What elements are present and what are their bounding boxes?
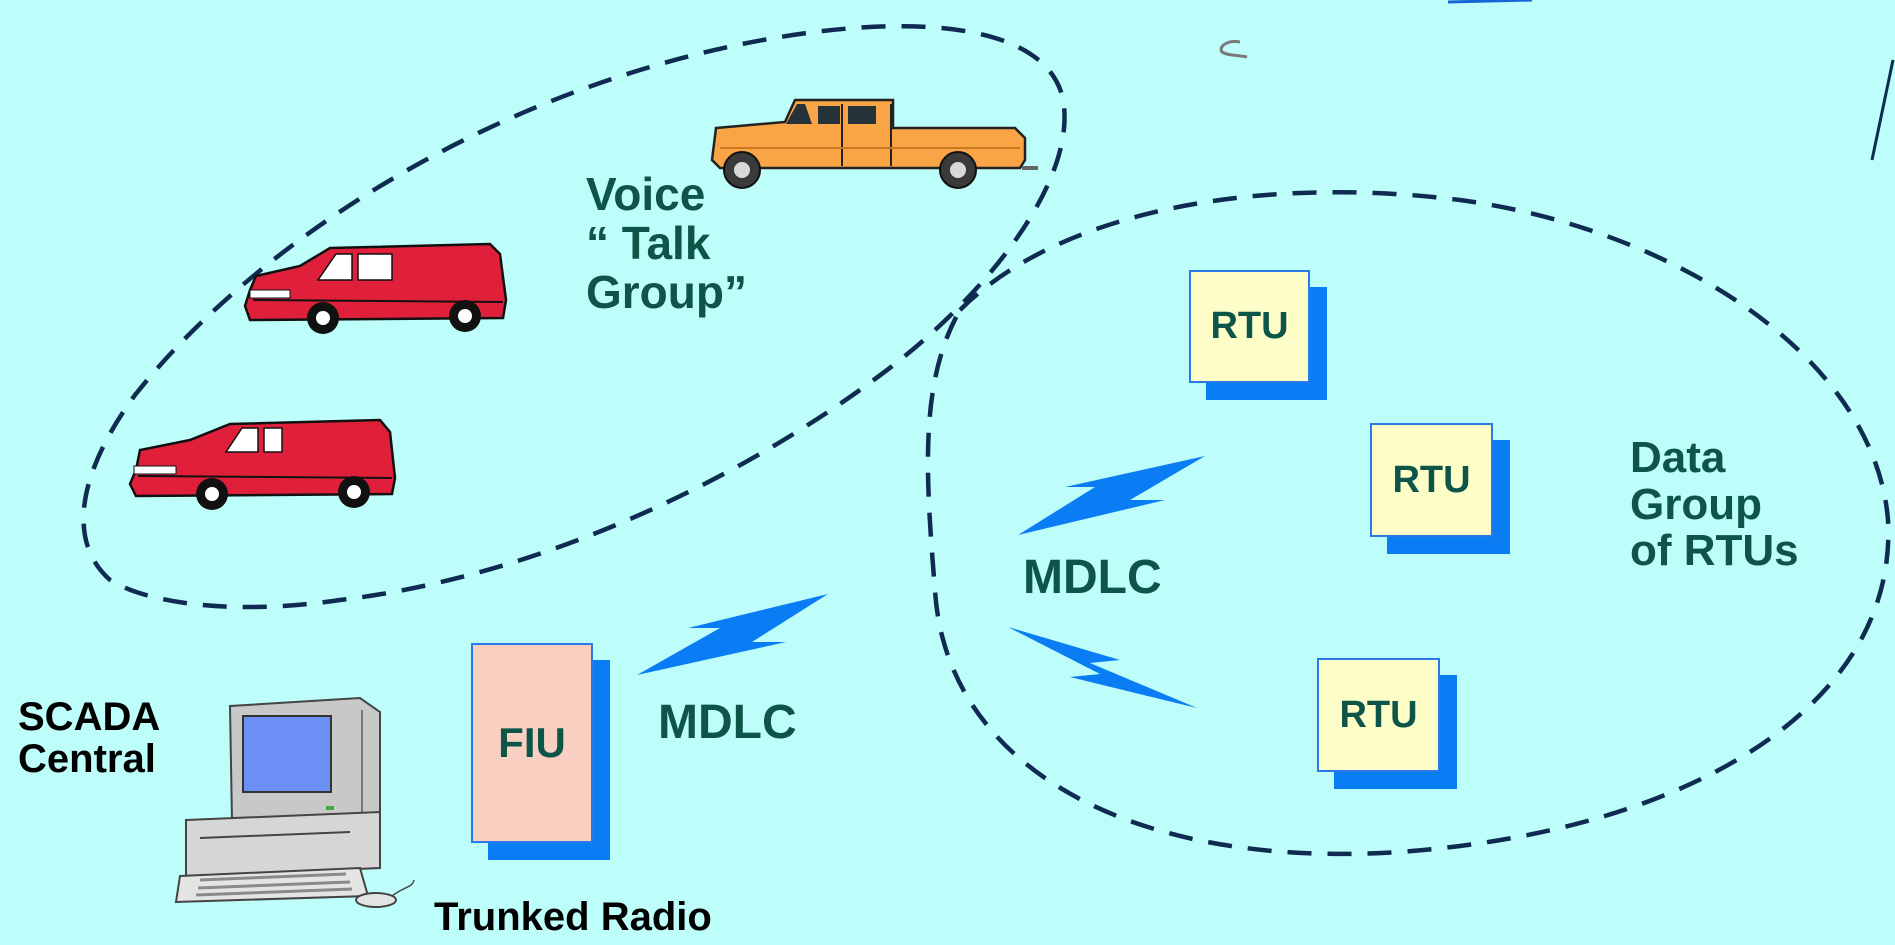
data-group-line-1: Data xyxy=(1630,433,1726,482)
lightning-bolt-icon xyxy=(1008,627,1197,708)
voice-talk-group-boundary xyxy=(81,23,1067,610)
data-group-line-2: Group xyxy=(1630,479,1762,529)
rtu-box-1[interactable]: RTU xyxy=(1189,270,1327,400)
rtu-label: RTU xyxy=(1189,270,1310,383)
mdlc-label-left: MDLC xyxy=(658,696,797,749)
fiu-box[interactable]: FIU xyxy=(471,643,610,860)
rtu-box-3[interactable]: RTU xyxy=(1317,658,1457,789)
lightning-bolt-icon xyxy=(637,594,828,675)
red-van-icon xyxy=(243,242,508,334)
voice-talk-group-line-2: “ Talk xyxy=(586,216,711,269)
mdlc-label-right: MDLC xyxy=(1023,551,1162,604)
voice-talk-group-line-3: Group” xyxy=(586,265,747,318)
voice-talk-group-label: Voice “ Talk Group” xyxy=(586,170,747,316)
squiggle-mark xyxy=(1219,40,1248,59)
red-minivan-icon xyxy=(128,418,397,510)
scada-central-label: SCADA Central xyxy=(18,696,160,781)
fiu-label: FIU xyxy=(471,643,593,843)
orange-pickup-truck-icon xyxy=(710,98,1038,189)
data-group-boundary xyxy=(925,189,1891,857)
scada-central-line-1: SCADA xyxy=(18,695,161,739)
rtu-label: RTU xyxy=(1370,423,1493,537)
edge-line-fragment xyxy=(1870,59,1895,161)
data-group-label: Data Group of RTUs xyxy=(1630,433,1799,576)
data-group-line-3: of RTUs xyxy=(1630,526,1799,576)
lightning-bolt-icon xyxy=(1018,456,1205,535)
trunked-radio-label: Trunked Radio xyxy=(434,895,712,939)
voice-talk-group-line-1: Voice xyxy=(586,168,706,220)
rtu-box-2[interactable]: RTU xyxy=(1370,423,1510,554)
rtu-label: RTU xyxy=(1317,658,1440,772)
desktop-computer-icon xyxy=(174,696,415,908)
edge-line-fragment xyxy=(1447,0,1533,4)
scada-central-line-2: Central xyxy=(18,737,156,782)
